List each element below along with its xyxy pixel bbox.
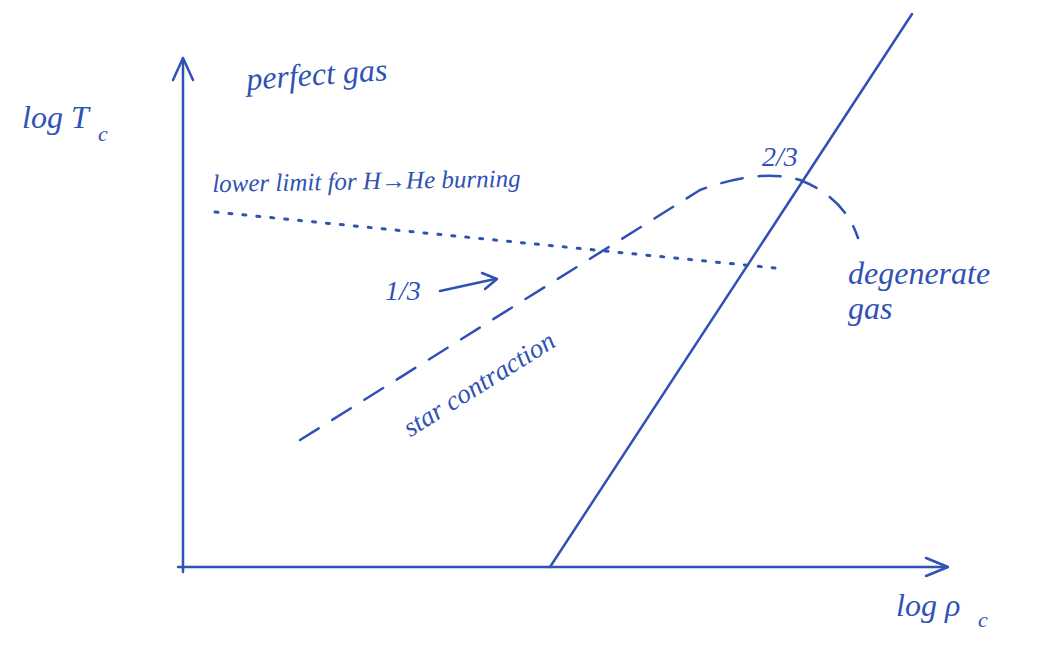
burning-limit-dotted-line bbox=[215, 212, 775, 268]
limit-label: lower limit for H→He burning bbox=[212, 165, 521, 198]
slope-label: 2/3 bbox=[762, 142, 798, 173]
axis-subscript: c bbox=[978, 608, 988, 632]
axis-label: log T bbox=[22, 100, 89, 135]
x-axis bbox=[178, 566, 946, 569]
direction-arrow bbox=[440, 279, 495, 291]
y-axis-arrowhead bbox=[173, 58, 193, 80]
axis-subscript: c bbox=[98, 122, 108, 146]
slope-label: 1/3 bbox=[385, 276, 421, 307]
region-label: degenerate gas bbox=[848, 256, 1008, 326]
axis-label: log ρ bbox=[896, 588, 960, 623]
region-label: perfect gas bbox=[245, 52, 388, 97]
direction-arrowhead bbox=[482, 273, 497, 289]
track-label: star contraction bbox=[398, 326, 561, 443]
star-contraction-track bbox=[300, 176, 858, 440]
x-axis-arrowhead bbox=[926, 558, 948, 576]
y-axis bbox=[182, 62, 185, 572]
